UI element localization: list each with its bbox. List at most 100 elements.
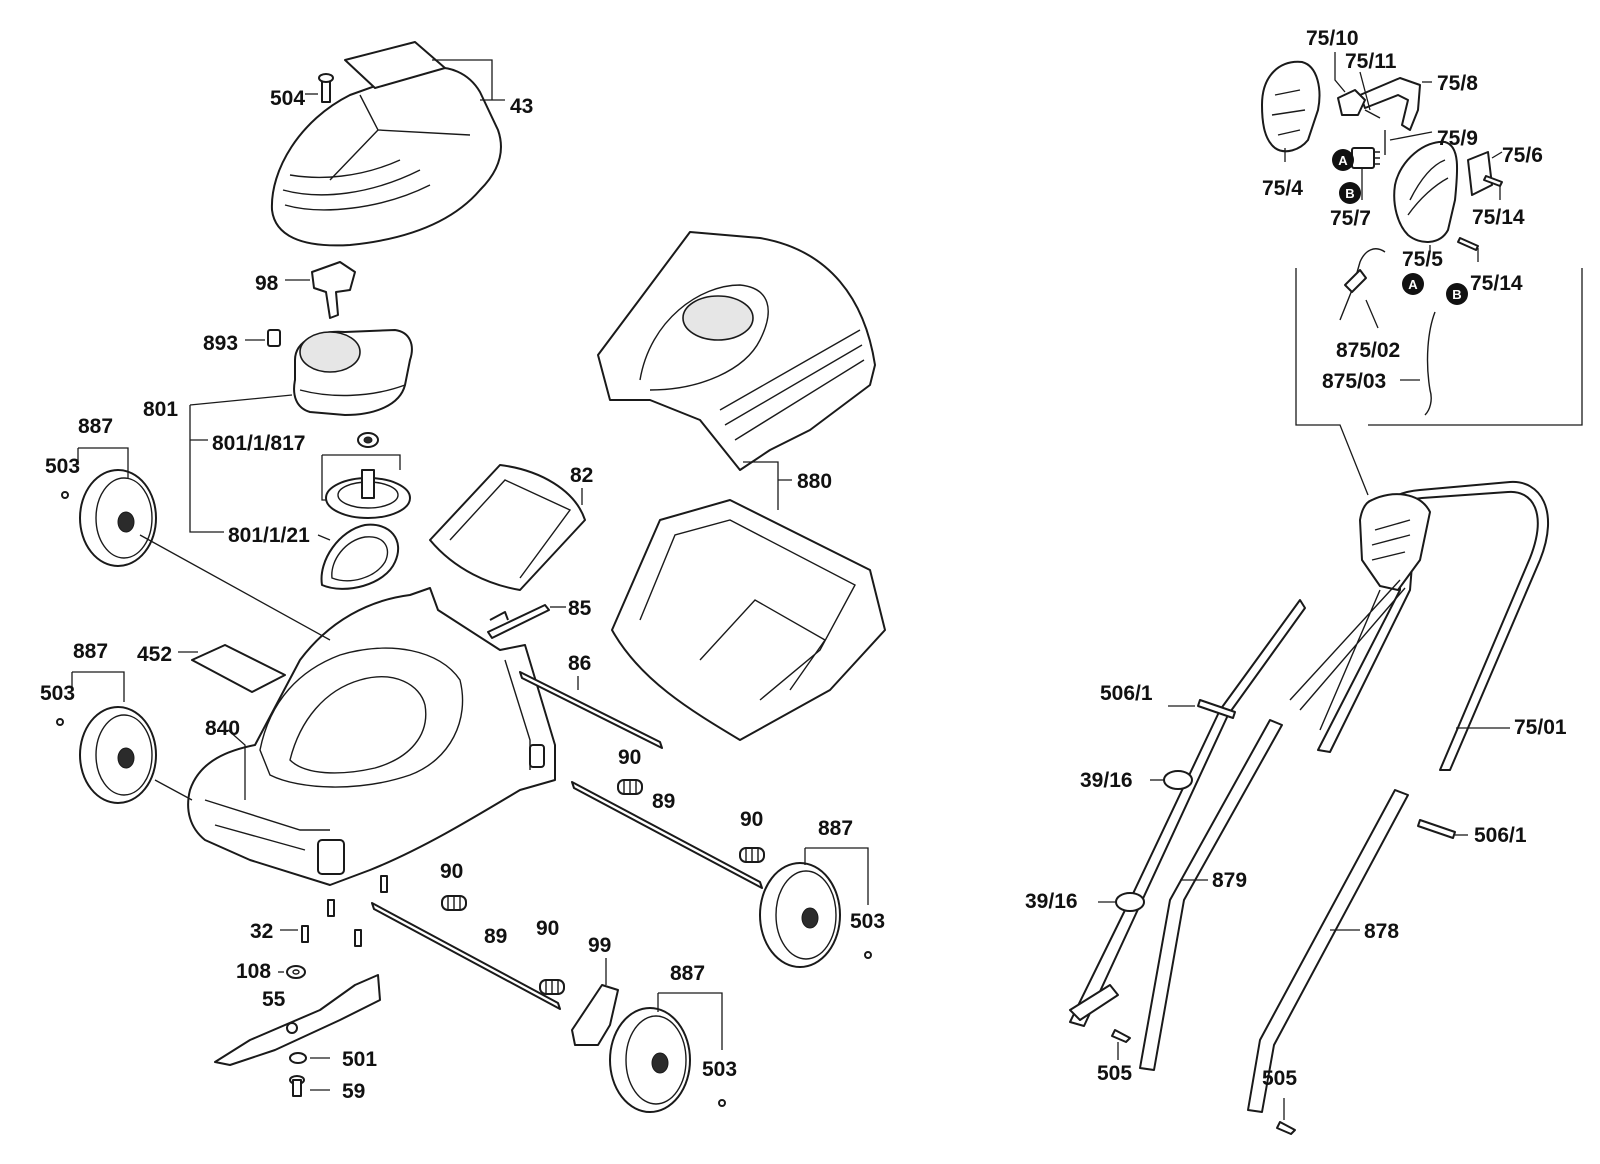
badge-b-1: B [1339,182,1361,204]
label-75-14-b: 75/14 [1470,272,1523,295]
label-89-b: 89 [484,925,507,948]
label-43: 43 [510,95,533,118]
label-801-1-817: 801/1/817 [212,432,305,455]
label-75-10: 75/10 [1306,27,1359,50]
label-506-1-b: 506/1 [1474,824,1527,847]
wheel-887-front-bottom [56,671,157,804]
pin-85 [487,604,566,639]
label-75-7: 75/7 [1330,207,1371,230]
rod-86 [519,671,663,749]
part-893 [245,329,281,347]
label-39-16-b: 39/16 [1025,890,1078,913]
label-39-16-a: 39/16 [1080,769,1133,792]
wheel-887-rear-left [609,992,726,1113]
badge-b-2: B [1446,283,1468,305]
label-801-1-21: 801/1/21 [228,524,310,547]
label-75-4: 75/4 [1262,177,1303,200]
label-75-5: 75/5 [1402,248,1443,271]
flap-82 [429,464,586,591]
spring-75-11 [1359,71,1381,119]
motor-801 [189,329,413,533]
spring-90-d [539,979,565,995]
cover-75-5 [1393,140,1459,252]
svg-text:A: A [1338,153,1348,168]
label-82: 82 [570,464,593,487]
motor-cover-43 [270,66,502,247]
axle-89-front [371,902,561,1010]
label-90-c: 90 [440,860,463,883]
handle-lower-878 [1247,789,1409,1113]
screw-505-a [1111,1029,1131,1060]
label-506-1-a: 506/1 [1100,682,1153,705]
housing-75-4 [1261,60,1321,162]
label-893: 893 [203,332,238,355]
grass-box-880 [611,461,886,741]
label-75-9: 75/9 [1437,127,1478,150]
label-503-a: 503 [45,455,80,478]
label-875-02: 875/02 [1336,339,1400,362]
label-887-b: 887 [73,640,108,663]
label-108: 108 [236,960,271,983]
label-880: 880 [797,470,832,493]
label-503-d: 503 [702,1058,737,1081]
label-501: 501 [342,1048,377,1071]
label-99: 99 [588,934,611,957]
screw-75-14-a [1483,175,1503,200]
screw-506-1-a [1168,699,1236,719]
bearing-801-1-817 [321,432,401,501]
screw-504 [305,73,334,103]
label-801: 801 [143,398,178,421]
handle-upper-75-01 [1289,480,1550,771]
label-875-03: 875/03 [1322,370,1386,393]
part-75-7 [1351,147,1380,200]
label-85: 85 [568,597,592,620]
switch-75-10 [1334,52,1366,116]
label-887-d: 887 [670,962,705,985]
lever-99 [571,958,619,1046]
label-505-a: 505 [1097,1062,1132,1085]
cable-875-02 [1339,248,1386,329]
label-840: 840 [205,717,240,740]
label-90-a: 90 [618,746,641,769]
screw-505-b [1276,1098,1296,1135]
label-75-11: 75/11 [1345,50,1397,73]
blade-55 [214,974,381,1066]
svg-text:B: B [1452,287,1461,302]
label-887-c: 887 [818,817,853,840]
spring-90-a [617,779,643,795]
label-879: 879 [1212,869,1247,892]
belt-801-1-21 [317,523,400,590]
axle-89-rear [571,781,763,889]
label-887-a: 887 [78,415,113,438]
label-452: 452 [137,643,172,666]
knob-39-16-b [1098,892,1145,912]
label-55: 55 [262,988,286,1011]
label-86: 86 [568,652,591,675]
label-505-b: 505 [1262,1067,1297,1090]
part-75-9 [1384,130,1433,155]
svg-text:A: A [1408,277,1418,292]
label-878: 878 [1364,920,1399,943]
label-89-a: 89 [652,790,675,813]
label-452 [178,644,286,693]
wheel-887-front-top [61,447,157,567]
label-59: 59 [342,1080,365,1103]
label-90-d: 90 [536,917,559,940]
trigger-75-8 [1359,77,1432,131]
washer-501 [289,1052,330,1064]
label-503-b: 503 [40,682,75,705]
pulley-801 [325,469,411,519]
washer-108 [278,965,306,979]
label-503-c: 503 [850,910,885,933]
cable-875-03 [1400,311,1436,416]
svg-text:B: B [1345,186,1354,201]
label-75-01: 75/01 [1514,716,1567,739]
cover-flap-43 [344,41,505,101]
wheel-lines [139,534,331,801]
handle-lower-879 [1139,719,1283,1071]
knob-39-16-a [1150,770,1193,790]
spring-90-b [739,847,765,863]
badge-a-1: A [1332,149,1354,171]
plate-75-6 [1467,151,1503,196]
